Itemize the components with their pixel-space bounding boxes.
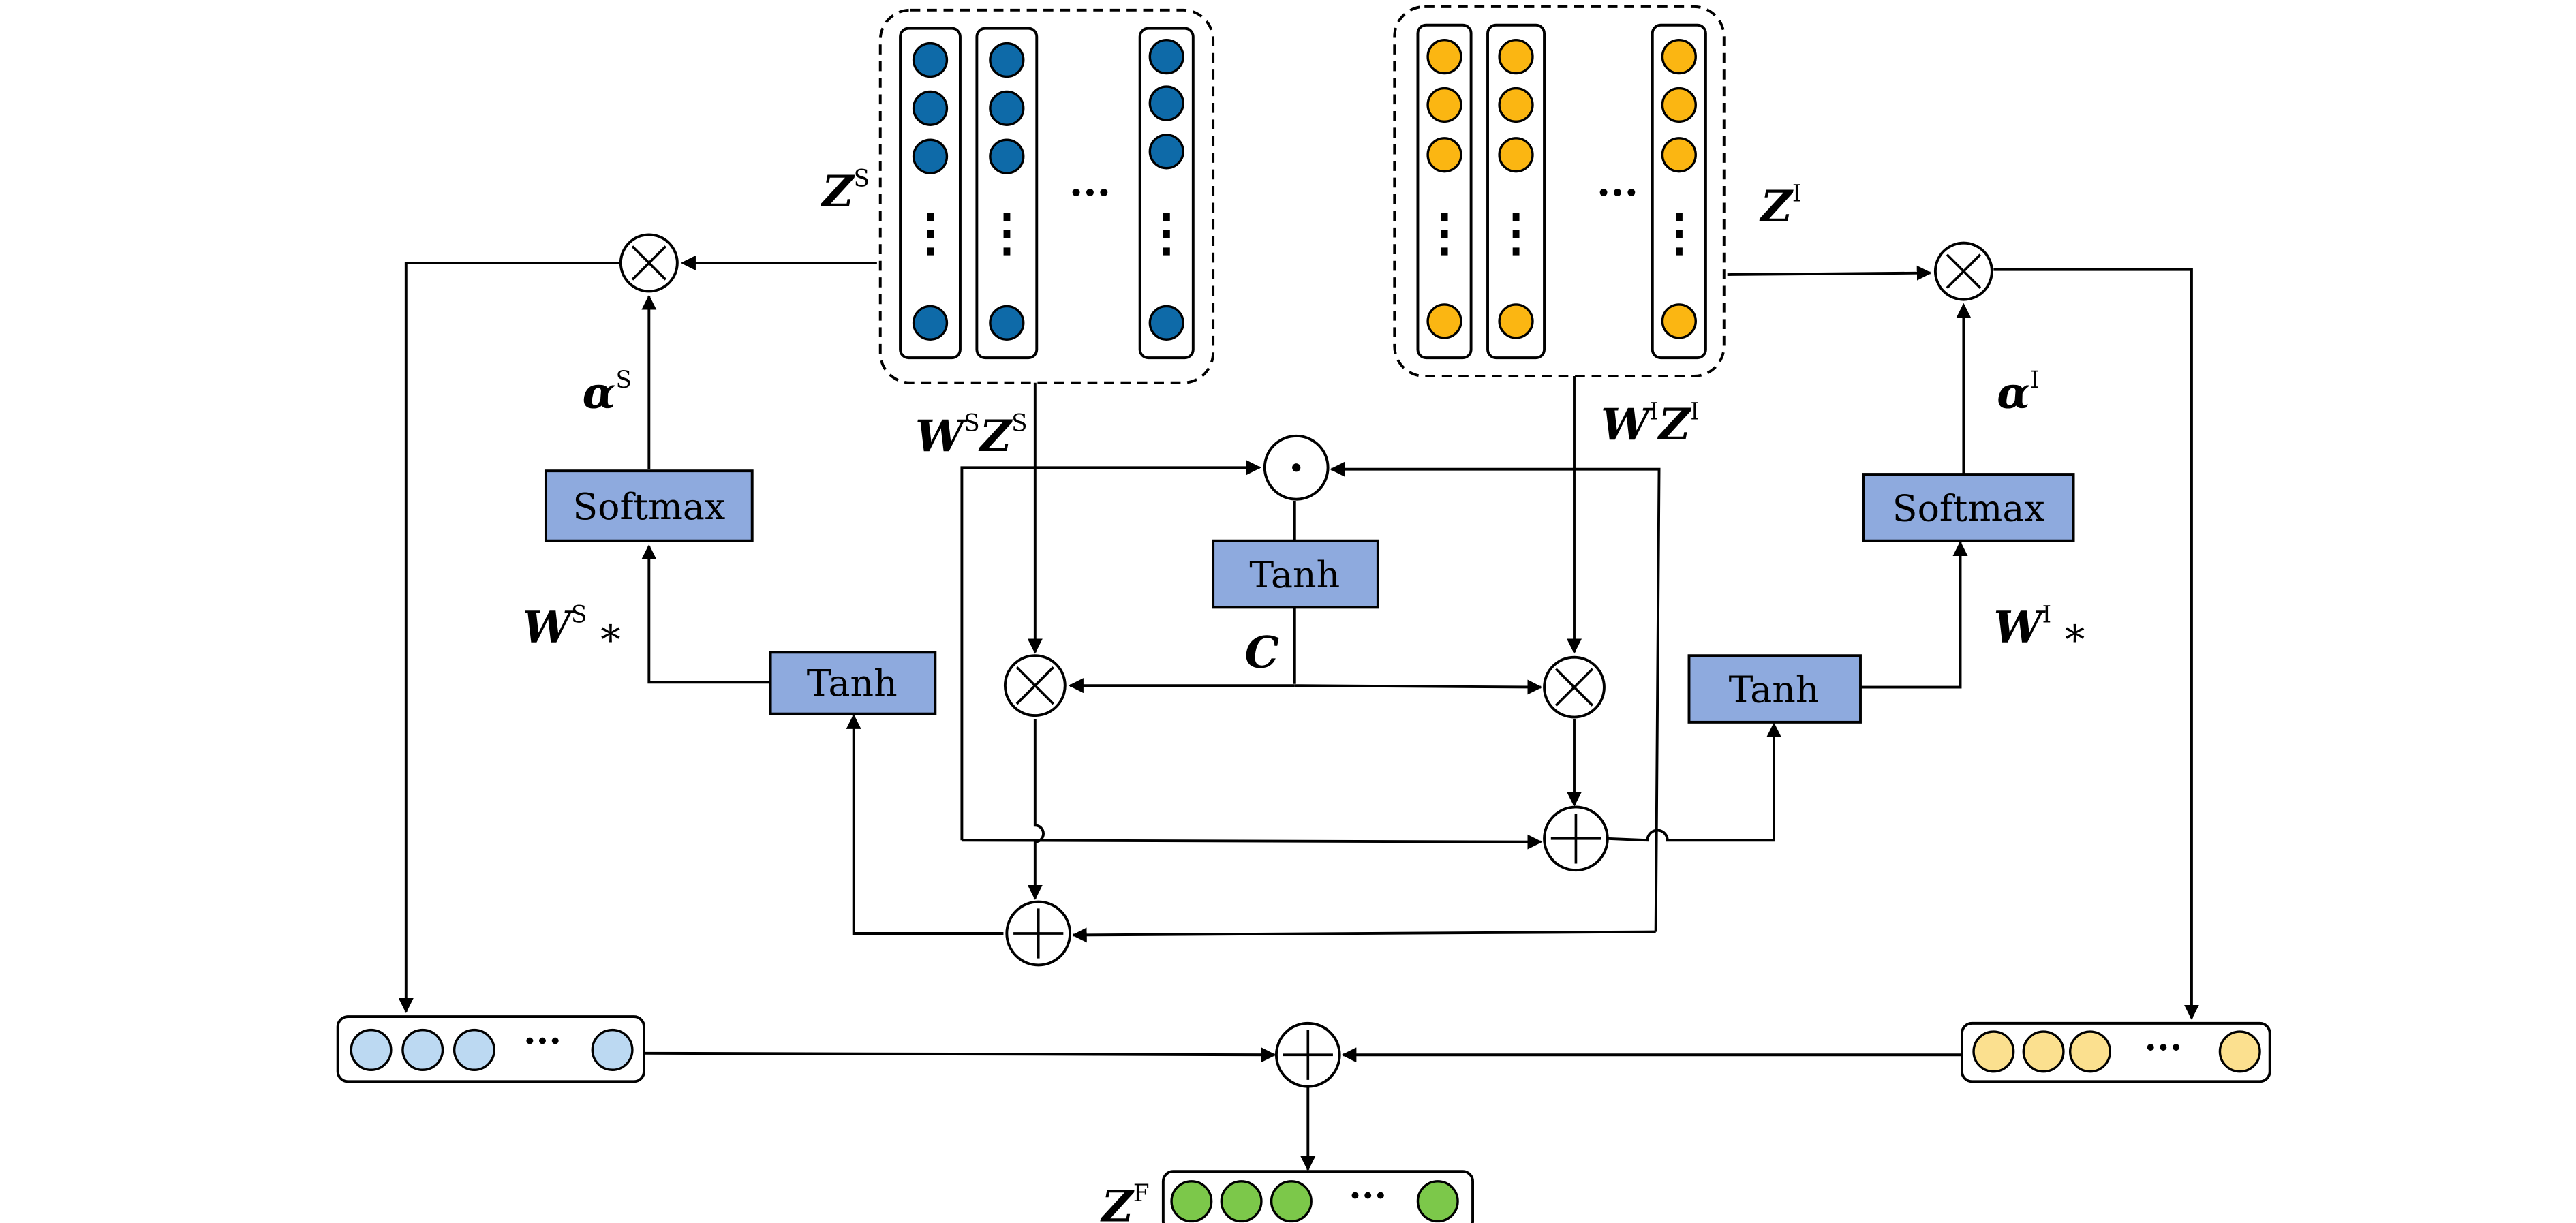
zi-label: ZI <box>1758 181 1801 232</box>
softmax-label-right: Softmax <box>1892 486 2045 529</box>
tanh-box-center: Tanh <box>1212 539 1379 609</box>
connections <box>398 255 2199 1171</box>
wi-zi-label: WIZI <box>1601 398 1700 449</box>
zi-nodes <box>1426 39 1697 339</box>
zf-label: ZF <box>1100 1180 1150 1223</box>
zf-ellipsis: ··· <box>1349 1174 1387 1217</box>
zs-feature-group: ⋮ ⋮ ⋮ ··· <box>878 8 1215 384</box>
operators <box>619 233 1993 1088</box>
ws-zs-label: WSZS <box>915 410 1027 461</box>
zi-hellipsis: ··· <box>1597 169 1638 216</box>
zi-feature-group: ⋮ ⋮ ⋮ ··· <box>1393 5 1726 377</box>
zs-vdots-2: ⋮ <box>982 203 1032 262</box>
tanh-label-center: Tanh <box>1249 553 1340 596</box>
zi-vdots-1: ⋮ <box>1420 203 1469 262</box>
zs-hellipsis: ··· <box>1069 169 1111 216</box>
add-operator-center-bottom <box>1005 900 1072 967</box>
weighted-zi-bar: ··· <box>1961 1021 2271 1083</box>
ws-star-label: WS∗ <box>523 601 624 655</box>
multiply-operator-left <box>619 233 679 293</box>
dot-product-operator <box>1263 434 1330 501</box>
weighted-zs-ellipsis: ··· <box>523 1019 562 1062</box>
zs-label: ZS <box>820 166 870 217</box>
multiply-operator-right <box>1933 241 1993 301</box>
zs-vdots-n: ⋮ <box>1141 203 1191 262</box>
alpha-i-label: αI <box>1997 367 2039 418</box>
tanh-box-right: Tanh <box>1687 654 1862 724</box>
softmax-box-left: Softmax <box>544 469 754 542</box>
weighted-zs-bar: ··· <box>336 1015 645 1083</box>
tanh-label-left: Tanh <box>807 662 898 705</box>
weighted-zi-ellipsis: ··· <box>2144 1026 2182 1069</box>
add-operator-center-right <box>1543 805 1609 872</box>
alpha-s-label: αS <box>583 367 632 418</box>
add-operator-final <box>1274 1021 1341 1088</box>
multiply-operator-center-left <box>1003 654 1067 717</box>
tanh-box-left: Tanh <box>769 651 937 715</box>
math-labels: ZS ZI ZF αS αI WSZS WIZI WS∗ WI∗ C <box>523 166 2089 1223</box>
zf-fused-bar: ··· <box>1161 1170 1474 1223</box>
zi-vdots-n: ⋮ <box>1654 203 1704 262</box>
c-label: C <box>1245 626 1280 677</box>
softmax-label-left: Softmax <box>572 485 725 528</box>
zs-vdots-1: ⋮ <box>905 203 955 262</box>
zi-vdots-2: ⋮ <box>1491 203 1541 262</box>
multiply-operator-center-right <box>1543 655 1606 719</box>
softmax-box-right: Softmax <box>1862 473 2075 542</box>
zs-nodes <box>912 39 1184 341</box>
tanh-label-right: Tanh <box>1729 668 1820 711</box>
wi-star-label: WI∗ <box>1993 601 2088 655</box>
